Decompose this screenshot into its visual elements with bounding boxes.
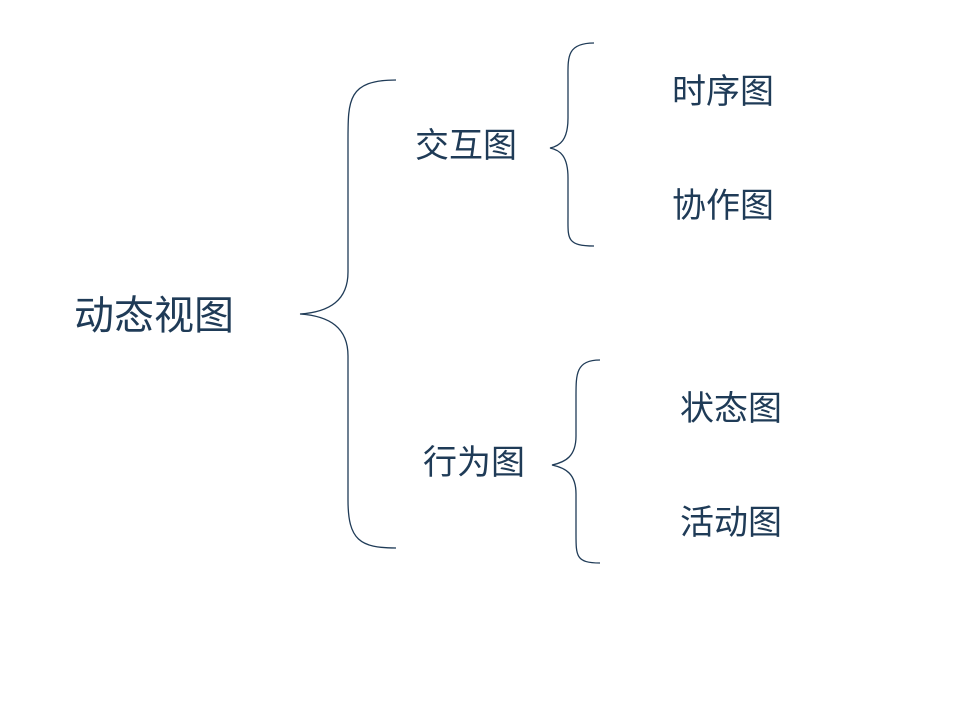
root-node-label: 动态视图 <box>74 293 234 339</box>
leaf-node-activity: 活动图 <box>680 503 782 543</box>
branch-0-brace <box>549 42 595 247</box>
leaf-node-sequence: 时序图 <box>672 72 774 112</box>
branch-node-interaction: 交互图 <box>415 126 517 166</box>
branch-1-brace <box>551 359 601 564</box>
root-brace <box>299 79 397 549</box>
branch-node-behavior: 行为图 <box>423 443 525 483</box>
leaf-node-state: 状态图 <box>680 389 782 429</box>
leaf-node-collaboration: 协作图 <box>672 186 774 226</box>
